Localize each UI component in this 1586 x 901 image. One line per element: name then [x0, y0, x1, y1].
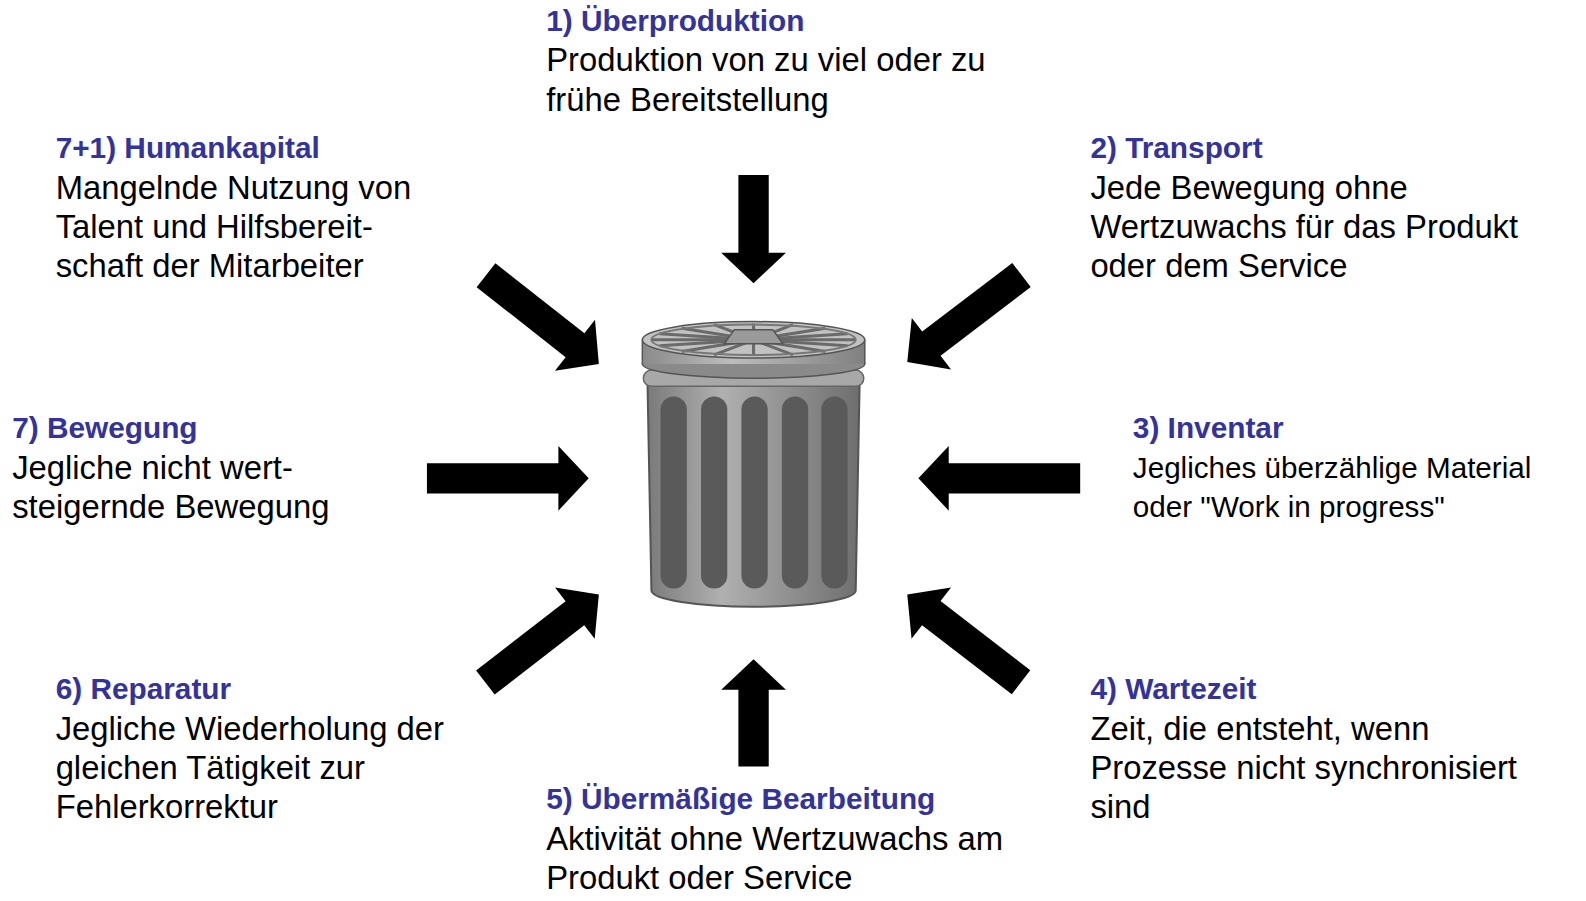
- block-arrow: [721, 175, 786, 283]
- lid-handle: [724, 330, 783, 344]
- block-arrow: [888, 249, 1041, 387]
- arrows: [427, 175, 1080, 767]
- block-arrow: [918, 446, 1080, 511]
- waste-heading: 4) Wartezeit: [1090, 669, 1256, 708]
- lid-sunburst: [651, 324, 855, 356]
- waste-description: Zeit, die entsteht, wenn Prozesse nicht …: [1090, 709, 1531, 826]
- block-arrow: [888, 569, 1041, 708]
- lid-top: [642, 322, 864, 358]
- can-stripe: [782, 396, 808, 588]
- block-arrow: [466, 250, 619, 390]
- block-arrow: [721, 659, 786, 766]
- can-stripe: [661, 396, 687, 588]
- can-body: [647, 376, 859, 607]
- waste-description: Jede Bewegung ohne Wertzuwachs für das P…: [1090, 168, 1532, 285]
- lid-edge: [642, 340, 644, 364]
- waste-description: Mangelnde Nutzung von Talent und Hilfsbe…: [56, 168, 422, 285]
- can-stripe: [701, 396, 727, 588]
- can-stripe: [741, 396, 767, 588]
- waste-heading: 6) Reparatur: [56, 669, 232, 708]
- waste-description: Jegliches überzählige Material oder "Wor…: [1133, 448, 1584, 526]
- waste-description: Aktivität ohne Wertzuwachs am Produkt od…: [546, 819, 1013, 897]
- trash-can: [642, 322, 864, 607]
- waste-description: Jegliche nicht wert- steigernde Bewegung: [12, 448, 341, 526]
- can-stripe: [821, 396, 847, 588]
- waste-heading: 2) Transport: [1090, 128, 1262, 167]
- waste-heading: 7) Bewegung: [12, 408, 197, 447]
- waste-heading: 1) Überproduktion: [546, 1, 804, 40]
- waste-heading: 3) Inventar: [1133, 408, 1284, 447]
- lid-inner-rim: [651, 325, 855, 355]
- waste-heading: 5) Übermäßige Bearbeitung: [546, 779, 935, 818]
- waste-heading: 7+1) Humankapital: [56, 128, 320, 167]
- waste-description: Produktion von zu viel oder zu frühe Ber…: [546, 40, 996, 118]
- block-arrow: [466, 569, 619, 708]
- waste-description: Jegliche Wiederholung der gleichen Tätig…: [56, 709, 457, 826]
- block-arrow: [427, 446, 589, 511]
- lid-edge: [864, 340, 866, 364]
